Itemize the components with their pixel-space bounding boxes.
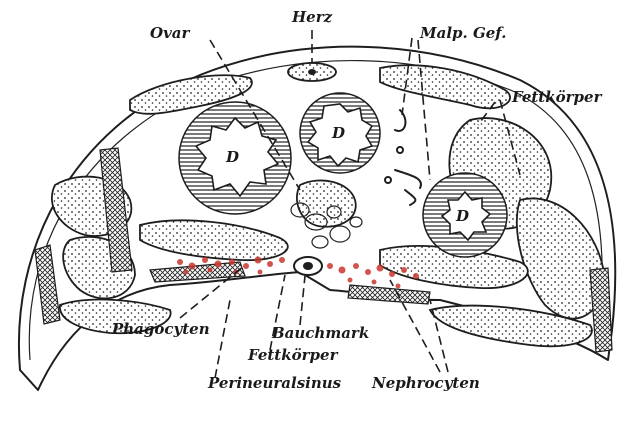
label-fettkoerper-top: Fettkörper [511,88,603,106]
fat-body-top-right [380,65,510,108]
label-bauchmark: Bauchmark [271,324,369,342]
intestine-right-label: D [455,207,469,225]
muscle-ventral-right [348,285,430,304]
label-ovar: Ovar [150,24,191,42]
fat-body-center-ventral [140,220,288,260]
muscle-right [590,268,612,352]
intestine-center-label: D [331,124,345,142]
label-fettkoerper-bottom: Fettkörper [247,346,339,364]
label-malp-gef: Malp. Gef. [419,24,506,42]
label-perineuralsinus: Perineuralsinus [207,374,342,392]
label-nephrocyten: Nephrocyten [371,374,480,392]
label-herz: Herz [291,8,333,26]
intestine-left-label: D [225,148,239,166]
label-phagocyten: Phagocyten [111,320,210,338]
malpighian-tubules [385,110,421,205]
muscle-left-2 [35,245,60,324]
